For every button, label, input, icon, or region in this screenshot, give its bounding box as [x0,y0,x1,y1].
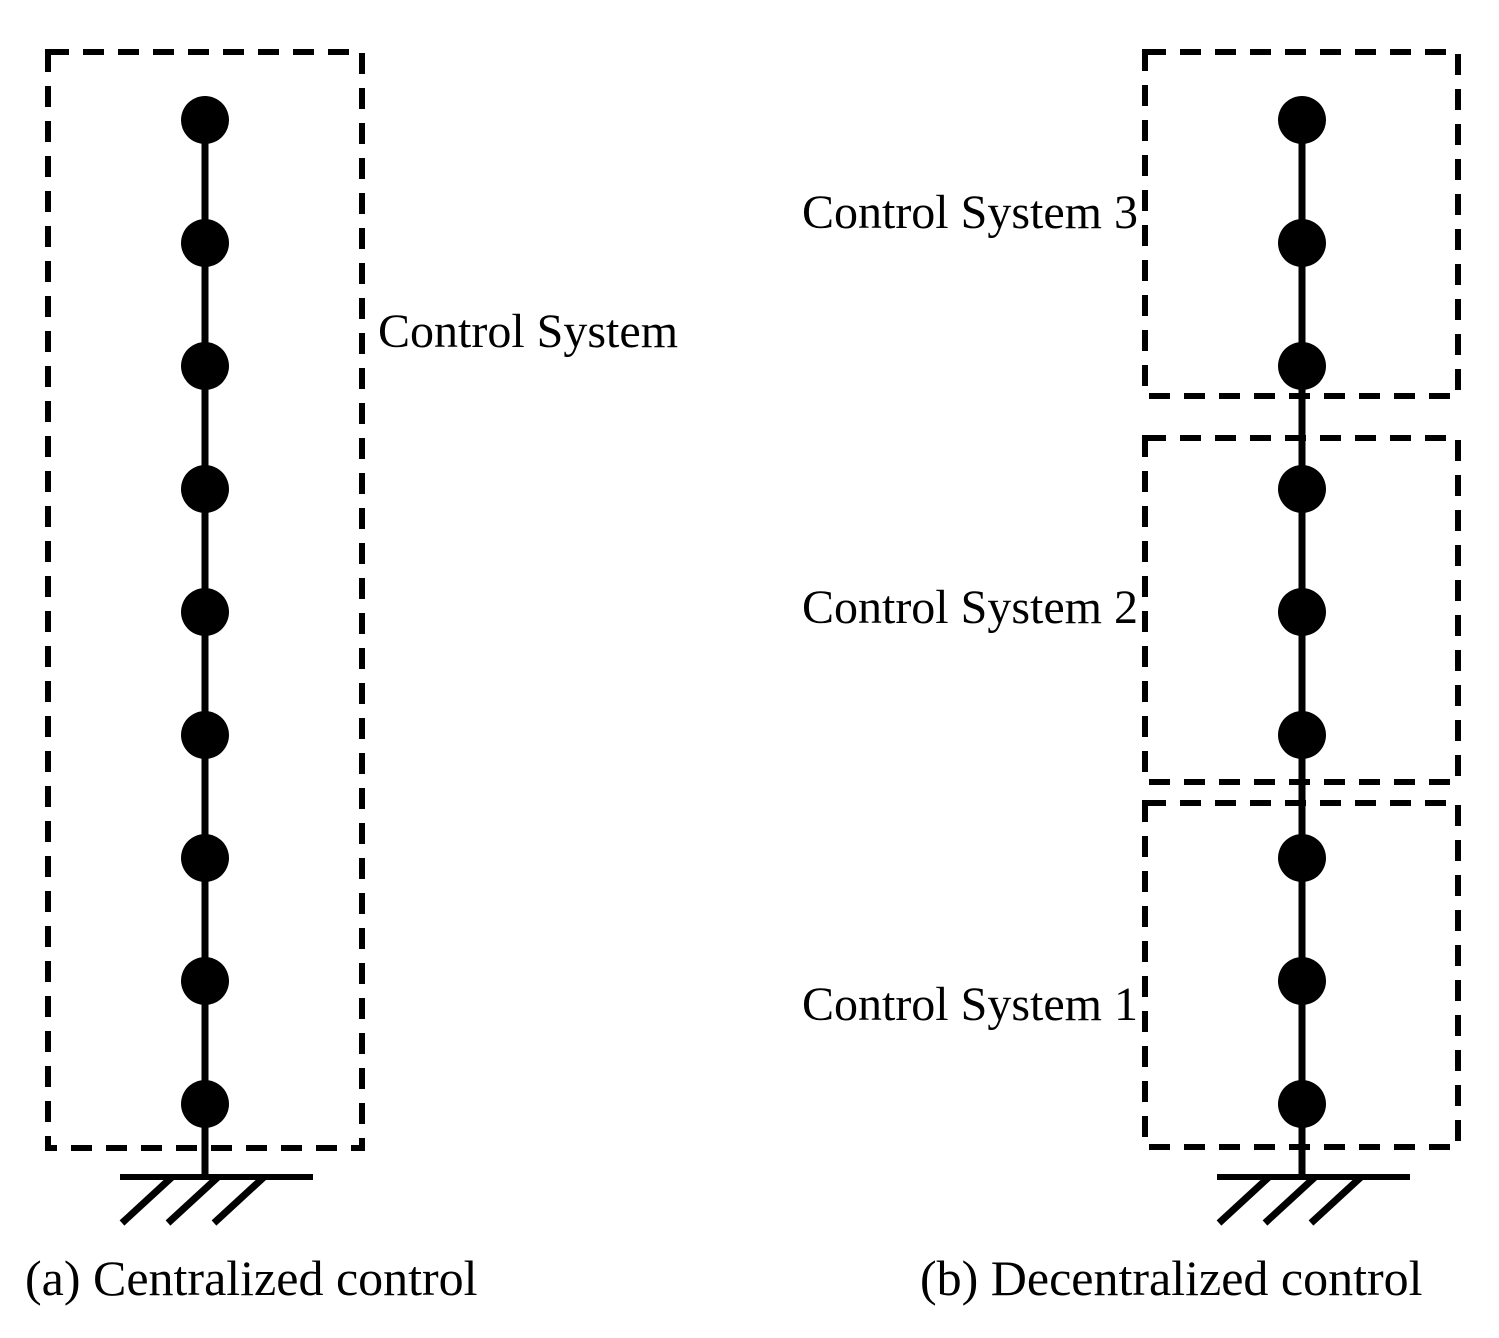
mass-node [181,711,229,759]
ground-hatch [165,1174,221,1226]
ground-hatch [211,1174,267,1226]
mass-node [181,957,229,1005]
mass-node [1278,342,1326,390]
node-dots-b [1278,96,1326,1128]
mass-node [1278,711,1326,759]
ground-hatch [1262,1174,1318,1226]
ground-symbol-b [1216,1174,1410,1226]
mass-node [1278,219,1326,267]
mass-node [181,1080,229,1128]
mass-node [1278,957,1326,1005]
figure-a-centralized: Control System (a) Centralized control [25,49,678,1306]
mass-node [181,96,229,144]
figure-b-decentralized: Control System 3 Control System 2 Contro… [802,49,1461,1306]
mass-node [181,465,229,513]
ground-hatch [119,1174,175,1226]
mass-node [181,219,229,267]
mass-node [1278,834,1326,882]
ground-hatch [1216,1174,1272,1226]
mass-node [1278,588,1326,636]
caption-b: (b) Decentralized control [920,1250,1423,1306]
ground-symbol-a [119,1174,313,1226]
centralized-boundary-box [45,49,365,1151]
control-system-label-3: Control System 3 [802,186,1138,239]
control-system-label-2: Control System 2 [802,581,1138,634]
ground-hatch [1308,1174,1364,1226]
control-system-label-a: Control System [378,305,678,358]
mass-node [1278,96,1326,144]
mass-node [1278,465,1326,513]
control-system-label-1: Control System 1 [802,978,1138,1031]
caption-a: (a) Centralized control [25,1250,478,1306]
mass-node [181,588,229,636]
mass-node [181,834,229,882]
node-dots-a [181,96,229,1128]
mass-node [181,342,229,390]
mass-node [1278,1080,1326,1128]
